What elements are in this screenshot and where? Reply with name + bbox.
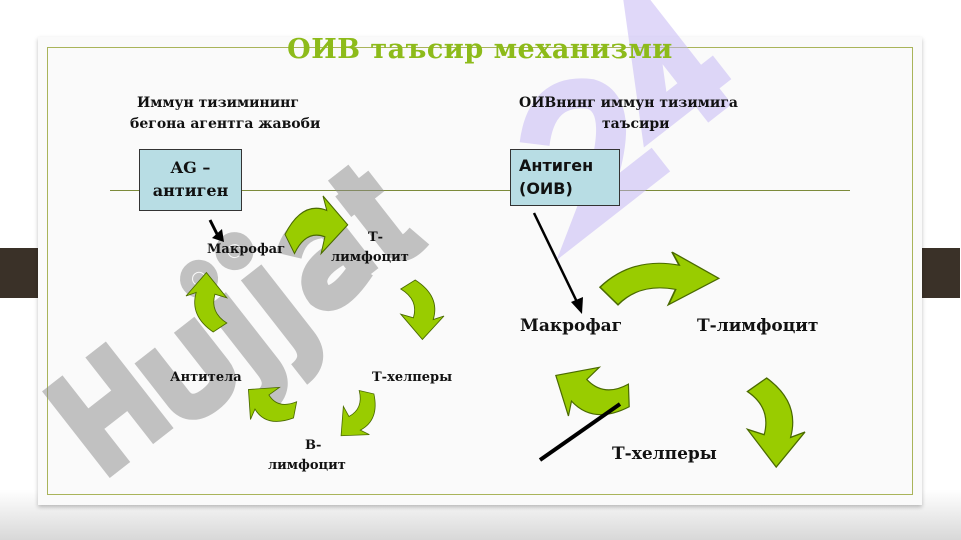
right-heading-line1: ОИВнинг иммун тизимига (519, 95, 738, 111)
curved-arrow-icon (185, 272, 228, 333)
label-antibodies: Антитела (170, 370, 242, 385)
curved-arrow-icon (400, 279, 445, 340)
arrow-to-macrophage-icon (208, 219, 224, 242)
label-b-lymph-1: В- (305, 438, 322, 453)
hiv-box-line2: (ОИВ) (519, 179, 573, 198)
hiv-box-line1: Антиген (519, 156, 594, 175)
hiv-to-macrophage-arrow-icon (532, 212, 583, 314)
antigen-box-line2: антиген (152, 181, 229, 200)
divider-line (110, 190, 850, 191)
curved-arrow-icon (234, 372, 304, 441)
right-heading-line2: таъсири (602, 116, 670, 132)
curved-arrow-icon (327, 384, 393, 450)
label-t-helpers: Т-хелперы (372, 370, 453, 385)
label-b-lymph-2: лимфоцит (268, 458, 346, 473)
label-t-lymph-2: лимфоцит (331, 250, 409, 265)
left-heading-line2: бегона агентга жавоби (130, 116, 321, 132)
curved-arrow-icon (746, 377, 806, 468)
slide-title: ОИВ таъсир механизми (287, 34, 673, 65)
left-heading-line1: Иммун тизимининг (137, 95, 300, 111)
label-macrophage: Макрофаг (207, 242, 286, 257)
hiv-antigen-box: Антиген (ОИВ) (510, 149, 620, 206)
antigen-box: AG – антиген (139, 149, 242, 211)
blocked-strike-line (538, 402, 622, 462)
right-label-t-lymph: Т-лимфоцит (697, 316, 819, 336)
antigen-box-line1: AG – (170, 158, 211, 177)
right-label-t-helpers: Т-хелперы (612, 444, 717, 464)
right-label-macrophage: Макрофаг (520, 316, 623, 336)
curved-arrow-icon (284, 195, 349, 255)
curved-arrow-icon (599, 251, 720, 306)
label-t-lymph-1: Т- (368, 230, 384, 245)
slide-border (47, 47, 913, 495)
